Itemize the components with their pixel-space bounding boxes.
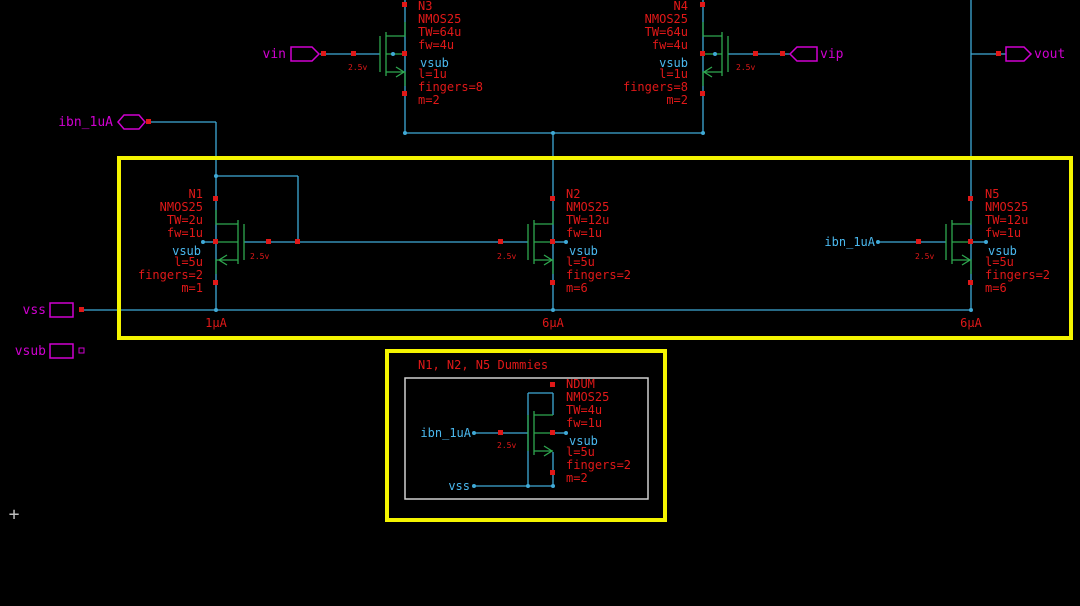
dummies-highlight xyxy=(385,349,667,522)
n3-fw: fw=4u xyxy=(418,38,454,52)
n1-current: 1μA xyxy=(205,316,227,330)
n4-supply: 2.5v xyxy=(736,63,755,72)
crosshair-cursor-icon: + xyxy=(9,504,20,525)
n5-name: N5 xyxy=(985,187,999,201)
ndum-bulk: vsub xyxy=(569,434,598,448)
n5-model: NMOS25 xyxy=(985,200,1028,214)
ndum-name: NDUM xyxy=(566,377,595,391)
n5-bulk: vsub xyxy=(988,244,1017,258)
n5-supply: 2.5v xyxy=(915,252,934,261)
transistor-n3-symbol[interactable] xyxy=(379,22,406,86)
n1-tw: TW=2u xyxy=(167,213,203,227)
transistor-n2-labels: N2 NMOS25 TW=12u fw=1u vsub l=5u fingers… xyxy=(497,187,631,330)
n5-tw: TW=12u xyxy=(985,213,1028,227)
n3-supply: 2.5v xyxy=(348,63,367,72)
pin-vin[interactable]: vin xyxy=(263,46,321,62)
transistor-ndum-symbol[interactable] xyxy=(527,411,554,457)
dummy-title: N1, N2, N5 Dummies xyxy=(418,358,548,372)
pin-ibn-1ua-label: ibn_1uA xyxy=(58,115,113,130)
n1-name: N1 xyxy=(189,187,203,201)
n1-fingers: fingers=2 xyxy=(138,268,203,282)
n3-bulk: vsub xyxy=(420,56,449,70)
pin-vout-label: vout xyxy=(1034,47,1065,62)
n2-name: N2 xyxy=(566,187,580,201)
n4-tw: TW=64u xyxy=(645,25,688,39)
n3-model: NMOS25 xyxy=(418,12,461,26)
pin-vout[interactable]: vout xyxy=(1005,46,1065,62)
pin-vin-label: vin xyxy=(263,47,286,62)
n5-fw: fw=1u xyxy=(985,226,1021,240)
transistor-n1-symbol[interactable] xyxy=(215,210,245,274)
n4-model: NMOS25 xyxy=(645,12,688,26)
wires xyxy=(82,0,1006,487)
n2-current: 6μA xyxy=(542,316,564,330)
n4-fingers: fingers=8 xyxy=(623,80,688,94)
n4-fw: fw=4u xyxy=(652,38,688,52)
dummy-frame[interactable] xyxy=(404,377,649,500)
ndum-fw: fw=1u xyxy=(566,416,602,430)
pin-vip-label: vip xyxy=(820,47,844,62)
n3-name: N3 xyxy=(418,0,432,13)
transistor-n5-labels: N5 NMOS25 TW=12u fw=1u vsub l=5u fingers… xyxy=(824,187,1050,330)
n5-m: m=6 xyxy=(985,281,1007,295)
pin-vss-label: vss xyxy=(23,303,46,318)
pin-vip[interactable]: vip xyxy=(788,46,844,62)
ndum-m: m=2 xyxy=(566,471,588,485)
n5-gate-net: ibn_1uA xyxy=(824,235,875,249)
n2-bulk: vsub xyxy=(569,244,598,258)
ndum-tw: TW=4u xyxy=(566,403,602,417)
transistor-n1-labels: N1 NMOS25 TW=2u fw=1u vsub l=5u fingers=… xyxy=(138,187,269,330)
n2-fw: fw=1u xyxy=(566,226,602,240)
ndum-fingers: fingers=2 xyxy=(566,458,631,472)
n3-tw: TW=64u xyxy=(418,25,461,39)
n2-fingers: fingers=2 xyxy=(566,268,631,282)
n2-tw: TW=12u xyxy=(566,213,609,227)
transistor-n3-labels: N3 NMOS25 TW=64u fw=4u vsub l=1u fingers… xyxy=(348,0,483,107)
transistor-n4-labels: N4 NMOS25 TW=64u fw=4u vsub l=1u fingers… xyxy=(623,0,755,107)
transistor-ndum-labels: NDUM NMOS25 TW=4u fw=1u vsub l=5u finger… xyxy=(420,377,631,493)
n3-l: l=1u xyxy=(418,67,447,81)
pin-vss[interactable]: vss xyxy=(23,302,74,318)
n5-fingers: fingers=2 xyxy=(985,268,1050,282)
pin-ibn-1ua[interactable]: ibn_1uA xyxy=(58,114,146,130)
n2-l: l=5u xyxy=(566,255,595,269)
n2-model: NMOS25 xyxy=(566,200,609,214)
n1-supply: 2.5v xyxy=(250,252,269,261)
pin-vsub[interactable]: vsub xyxy=(15,343,85,359)
transistor-n2-symbol[interactable] xyxy=(527,210,554,274)
transistor-n4-symbol[interactable] xyxy=(702,22,729,86)
n1-model: NMOS25 xyxy=(160,200,203,214)
n4-name: N4 xyxy=(674,0,688,13)
n2-m: m=6 xyxy=(566,281,588,295)
current-mirror-highlight xyxy=(117,156,1073,340)
n4-l: l=1u xyxy=(659,67,688,81)
n3-m: m=2 xyxy=(418,93,440,107)
n4-bulk: vsub xyxy=(659,56,688,70)
connection-dots xyxy=(79,2,1001,488)
ndum-source-net: vss xyxy=(448,479,470,493)
n1-l: l=5u xyxy=(174,255,203,269)
n1-bulk: vsub xyxy=(172,244,201,258)
n4-m: m=2 xyxy=(666,93,688,107)
n1-m: m=1 xyxy=(181,281,203,295)
n3-fingers: fingers=8 xyxy=(418,80,483,94)
n5-l: l=5u xyxy=(985,255,1014,269)
ndum-gate-net: ibn_1uA xyxy=(420,426,471,440)
n5-current: 6μA xyxy=(960,316,982,330)
ndum-l: l=5u xyxy=(566,445,595,459)
n1-fw: fw=1u xyxy=(167,226,203,240)
ndum-supply: 2.5v xyxy=(497,441,516,450)
ndum-model: NMOS25 xyxy=(566,390,609,404)
transistor-n5-symbol[interactable] xyxy=(945,210,972,274)
pin-vsub-label: vsub xyxy=(15,344,46,359)
n2-supply: 2.5v xyxy=(497,252,516,261)
